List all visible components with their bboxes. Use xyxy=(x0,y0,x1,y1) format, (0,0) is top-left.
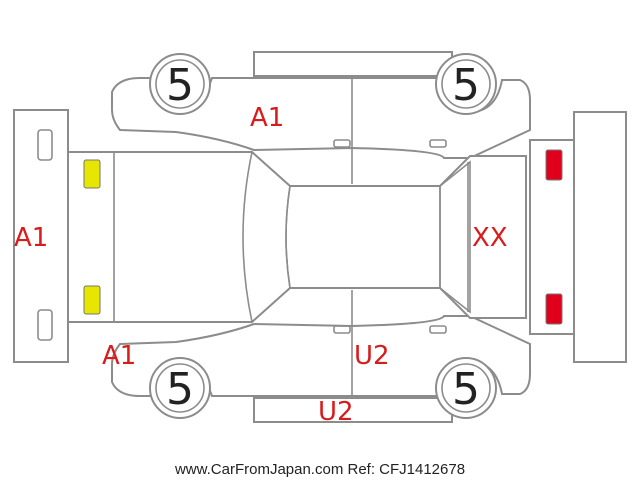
damage-mark-right-rocker-panel: U2 xyxy=(318,397,354,427)
car-top-view xyxy=(67,150,527,324)
tire-rating-rear-right: 5 xyxy=(452,364,480,415)
damage-mark-front-left-fender: A1 xyxy=(250,103,284,133)
left-side-body xyxy=(111,77,531,184)
damage-mark-front-right-fender: A1 xyxy=(102,341,136,371)
tire-rating-rear-left: 5 xyxy=(452,60,480,111)
rear-left-taillamp xyxy=(545,149,563,181)
tire-rating-front-left: 5 xyxy=(166,60,194,111)
tail-section xyxy=(529,139,575,335)
damage-mark-rear-right-door: U2 xyxy=(354,341,390,371)
damage-mark-front-bumper: A1 xyxy=(14,223,48,253)
rear-right-taillamp xyxy=(545,293,563,325)
footer-watermark: www.CarFromJapan.com Ref: CFJ1412678 xyxy=(174,461,465,478)
front-bumper xyxy=(13,109,69,363)
front-left-headlamp xyxy=(83,159,101,189)
rear-window xyxy=(439,160,471,314)
tire-rating-front-right: 5 xyxy=(166,364,194,415)
wheel-front-right: 5 xyxy=(149,357,211,419)
front-right-headlamp xyxy=(83,285,101,315)
wheel-rear-right: 5 xyxy=(435,357,497,419)
damage-mark-rear-window: XX xyxy=(472,223,508,253)
roof xyxy=(285,185,441,289)
left-roof-rail xyxy=(253,51,453,77)
wheel-rear-left: 5 xyxy=(435,53,497,115)
wheel-front-left: 5 xyxy=(149,53,211,115)
rear-bumper xyxy=(573,111,627,363)
right-rocker-panel xyxy=(253,397,453,423)
